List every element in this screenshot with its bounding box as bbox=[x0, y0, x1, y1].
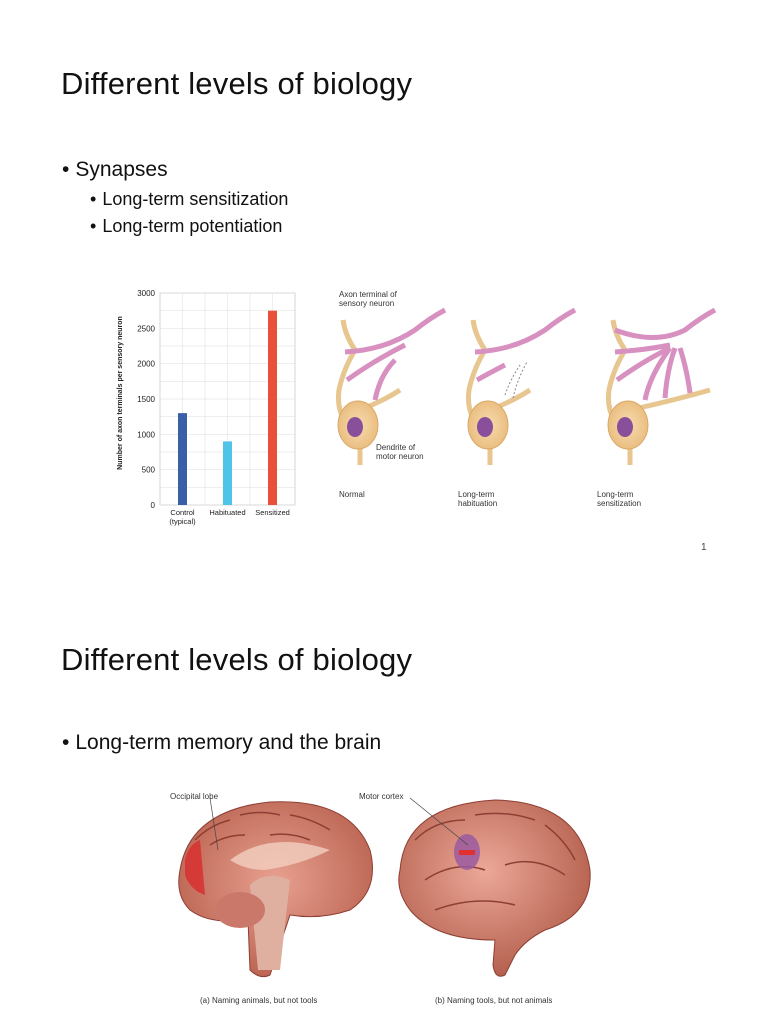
label-occipital-lobe: Occipital lobe bbox=[170, 792, 219, 801]
label-motor-cortex: Motor cortex bbox=[359, 792, 404, 801]
sub-bullet-sensitization: •Long-term sensitization bbox=[90, 189, 288, 210]
sub-bullet-text: Long-term sensitization bbox=[102, 189, 289, 209]
brain-illustrations bbox=[178, 797, 591, 978]
chart-x-tick-label: Control(typical) bbox=[169, 508, 196, 526]
chart-x-tick-label: Sensitized bbox=[255, 508, 290, 517]
caption-b: (b) Naming tools, but not animals bbox=[435, 996, 553, 1005]
label-habituation: Long-term habituation bbox=[458, 490, 498, 508]
bullet-synapses: •Synapses bbox=[62, 158, 168, 182]
chart-y-tick-label: 500 bbox=[142, 466, 156, 475]
bullet-text: Long-term memory and the brain bbox=[75, 731, 382, 754]
occipital-highlight bbox=[185, 840, 205, 895]
slide-title-2: Different levels of biology bbox=[61, 642, 413, 677]
chart-y-tick-label: 2000 bbox=[137, 360, 155, 369]
bullet-glyph: • bbox=[90, 189, 97, 209]
bar-chart: 0 500 1000 1500 2000 2500 3000 Control(typical… bbox=[117, 289, 296, 526]
bullet-long-term-memory: •Long-term memory and the brain bbox=[62, 731, 381, 755]
label-dendrite: Dendrite of motor neuron bbox=[376, 443, 424, 461]
page-number: 1 bbox=[701, 542, 707, 553]
chart-x-tick-label: Habituated bbox=[209, 508, 245, 517]
chart-y-axis-label: Number of axon terminals per sensory neu… bbox=[117, 316, 124, 470]
brain-lateral bbox=[398, 799, 591, 977]
label-sensitization: Long-term sensitization bbox=[597, 490, 642, 508]
caption-a: (a) Naming animals, but not tools bbox=[200, 996, 318, 1005]
bullet-text: Synapses bbox=[75, 158, 168, 181]
neuron-normal bbox=[335, 307, 447, 465]
chart-y-tick-label: 2500 bbox=[137, 324, 155, 333]
chart-bar bbox=[268, 310, 277, 505]
chart-y-ticks: 0 500 1000 1500 2000 2500 3000 bbox=[137, 289, 155, 510]
chart-y-tick-label: 1500 bbox=[137, 395, 155, 404]
chart-y-tick-label: 1000 bbox=[137, 430, 155, 439]
sub-bullet-text: Long-term potentiation bbox=[102, 216, 283, 236]
neuron-diagrams bbox=[335, 307, 717, 465]
neuron-habituation bbox=[465, 307, 577, 465]
neuron-sensitization bbox=[605, 307, 717, 465]
bullet-glyph: • bbox=[90, 216, 97, 236]
chart-bar bbox=[178, 413, 187, 505]
label-axon-terminal: Axon terminal of sensory neuron bbox=[339, 290, 397, 308]
chart-y-tick-label: 3000 bbox=[137, 289, 155, 298]
chart-bars bbox=[178, 310, 277, 505]
slide-title-1: Different levels of biology bbox=[61, 66, 413, 101]
chart-x-ticks: Control(typical) Habituated Sensitized bbox=[169, 508, 289, 526]
sub-bullet-potentiation: •Long-term potentiation bbox=[90, 216, 282, 237]
brain-sagittal bbox=[178, 801, 373, 978]
bullet-glyph: • bbox=[62, 158, 70, 181]
chart-y-tick-label: 0 bbox=[151, 501, 156, 510]
bullet-glyph: • bbox=[62, 731, 70, 754]
chart-bar bbox=[223, 441, 232, 505]
label-normal: Normal bbox=[339, 490, 365, 499]
